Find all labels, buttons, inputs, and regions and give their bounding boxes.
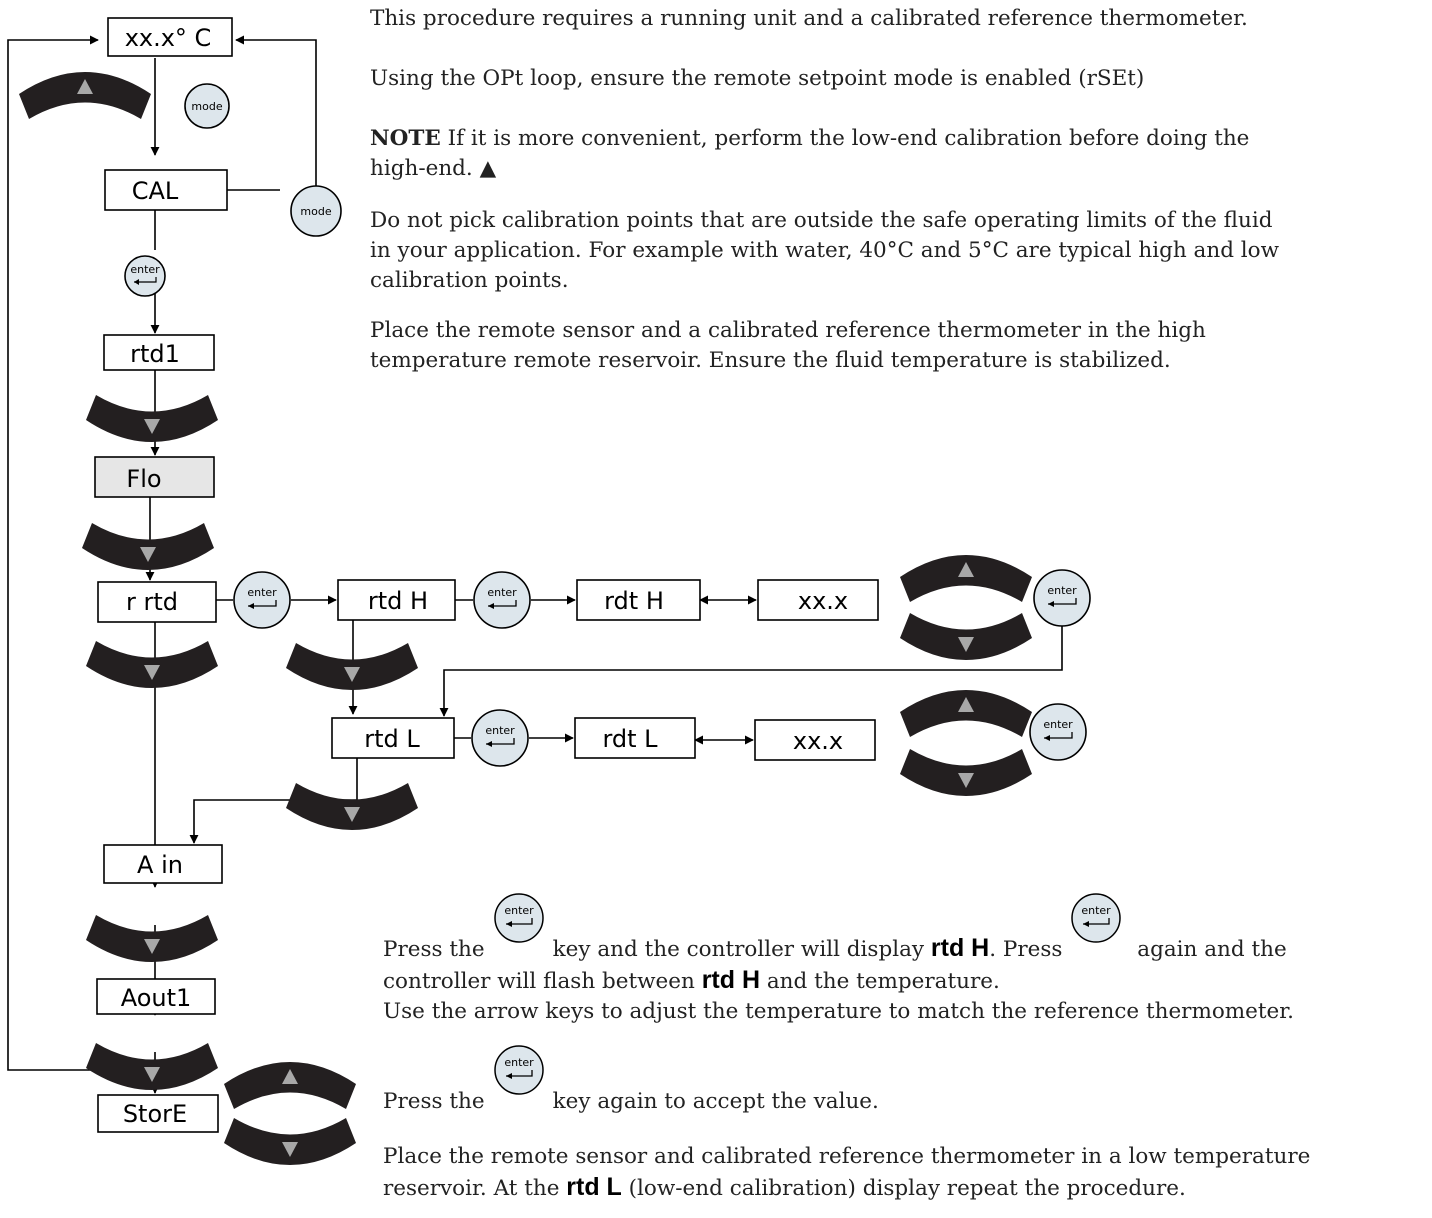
box-flo: Flo [94,456,215,498]
svg-text:enter: enter [504,1056,534,1069]
down-arrow-key-high[interactable] [900,613,1032,660]
rtd-l-label: rtd L [566,1173,622,1201]
enter-key-rtdh[interactable]: enter [473,571,531,629]
box-rdtl: rdt L [574,717,696,759]
down-arrow-key-rtd1[interactable] [86,395,218,442]
enter-key-high[interactable]: enter [1033,569,1091,627]
svg-text:enter: enter [247,586,277,599]
limits-line3: calibration points. [370,268,569,293]
box-rtdh: rtd H [337,579,456,621]
up-arrow-key-high[interactable] [900,555,1032,602]
low-temp-line2a: reservoir. At the [383,1176,567,1201]
enter-key-inline-1: enter [493,892,545,943]
rtd-h-label: rtd H [930,934,990,962]
enter-key-rtdl[interactable]: enter [471,709,529,767]
svg-text:enter: enter [1047,584,1077,597]
mode-key-side[interactable]: mode [290,185,342,237]
enter-key-inline-3: enter [493,1044,545,1095]
box-valh-label: xx.x [798,587,848,615]
box-rtd1-label: rtd1 [130,340,180,368]
down-arrow-key-flo[interactable] [82,523,214,570]
note-text: If it is more convenient, perform the lo… [440,126,1250,151]
enter-key-rrtd[interactable]: enter [233,571,291,629]
down-arrow-key-rtdl[interactable] [286,783,418,830]
up-arrow-key-store[interactable] [224,1062,356,1109]
svg-text:enter: enter [130,263,160,276]
limits-line1: Do not pick calibration points that are … [370,208,1273,233]
box-aout1-label: Aout1 [121,984,192,1012]
svg-text:enter: enter [1043,718,1073,731]
flash-text-b: and the temperature. [760,969,1000,994]
box-rrtd: r rtd [97,581,217,623]
enter-key-cal[interactable]: enter [124,255,166,297]
low-temp-line1: Place the remote sensor and calibrated r… [383,1144,1311,1169]
up-arrow-key-top[interactable] [19,72,151,119]
down-arrow-key-ain[interactable] [86,915,218,962]
enter-key-low[interactable]: enter [1029,703,1087,761]
box-rdth-label: rdt H [604,587,664,615]
box-aout1: Aout1 [96,978,216,1015]
low-temp-line2b: (low-end calibration) display repeat the… [621,1176,1186,1201]
svg-text:mode: mode [191,100,222,113]
high-temp-line2: temperature remote reservoir. Ensure the… [370,348,1171,373]
opt-loop-paragraph: Using the OPt loop, ensure the remote se… [370,66,1145,91]
box-rrtd-label: r rtd [126,588,178,616]
again-text: again and the [1130,937,1287,962]
box-valh: xx.x [757,579,879,621]
box-rtd1: rtd1 [103,334,215,371]
low-temp-paragraph: Place the remote sensor and calibrated r… [383,1142,1310,1204]
arrow-keys-text: Use the arrow keys to adjust the tempera… [383,999,1294,1024]
note-line2: high-end. ▲ [370,156,497,181]
intro-paragraph: This procedure requires a running unit a… [370,6,1248,31]
svg-text:enter: enter [1082,904,1112,917]
enter-key-inline-2: enter [1070,892,1122,943]
mode-key-top[interactable]: mode [184,83,230,129]
down-arrow-key-store[interactable] [224,1118,356,1165]
down-arrow-key-rrtd[interactable] [86,641,218,688]
svg-text:enter: enter [487,586,517,599]
box-store-label: StorE [123,1100,187,1128]
box-rtdh-label: rtd H [368,587,428,615]
box-cal-label: CAL [132,177,179,205]
down-arrow-key-aout1[interactable] [86,1043,218,1090]
box-vall: xx.x [754,719,876,761]
box-temp: xx.x° C [107,17,233,57]
box-rdtl-label: rdt L [602,725,658,753]
down-arrow-key-rtdh[interactable] [286,643,418,690]
rtd-h-label-2: rtd H [701,966,761,994]
key-and-text: key and the controller will display [552,937,931,962]
up-arrow-key-low[interactable] [900,690,1032,737]
note-paragraph: NOTE If it is more convenient, perform t… [370,124,1249,184]
box-rtdl-label: rtd L [364,725,420,753]
down-arrow-key-low[interactable] [900,749,1032,796]
note-label: NOTE [370,126,441,151]
box-ain: A in [103,844,223,884]
flash-text-a: controller will flash between [383,969,702,994]
press-the-text-2: Press the [383,1089,485,1114]
press-text: . Press [989,937,1063,962]
box-ain-label: A in [137,851,183,879]
limits-line2: in your application. For example with wa… [370,238,1280,263]
box-rdth: rdt H [576,579,701,621]
box-store: StorE [97,1094,219,1133]
box-temp-label: xx.x° C [125,24,212,52]
svg-text:enter: enter [504,904,534,917]
high-temp-line1: Place the remote sensor and a calibrated… [370,318,1206,343]
accept-instruction: Press the enter key again to accept the va… [383,1045,879,1117]
box-flo-label: Flo [126,465,161,493]
box-cal: CAL [104,169,228,211]
accept-text: key again to accept the value. [552,1089,879,1114]
svg-text:enter: enter [485,724,515,737]
enter-instructions: Press the enter key and the controller wil… [383,893,1294,1027]
high-temp-paragraph: Place the remote sensor and a calibrated… [370,316,1206,376]
box-vall-label: xx.x [793,727,843,755]
box-rtdl: rtd L [331,717,455,759]
press-the-text: Press the [383,937,485,962]
limits-paragraph: Do not pick calibration points that are … [370,206,1279,296]
svg-text:mode: mode [300,205,331,218]
